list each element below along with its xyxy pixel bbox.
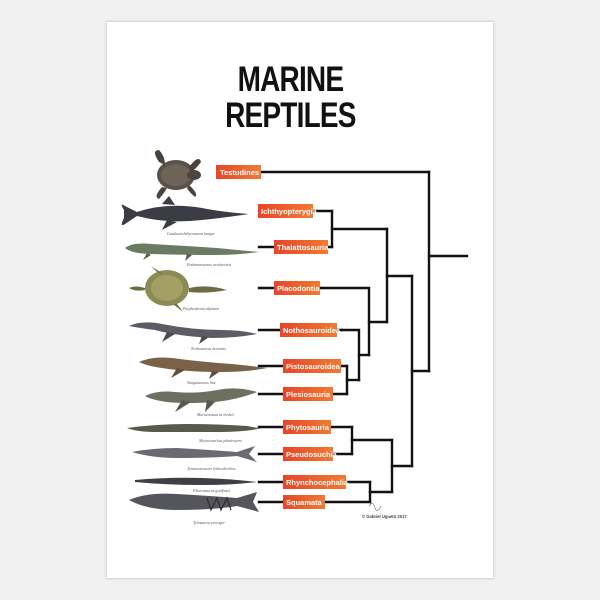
phytosaur-illustration: Mystriosuchus planirostris xyxy=(127,424,262,443)
species-label-placodont: Psephoderma alpinum xyxy=(182,306,219,311)
thalattosaur-illustration: Endennasaurus acutirostris xyxy=(125,243,259,267)
taxon-label-phytosauria: Phytosauria xyxy=(286,423,330,432)
plesiosaur-illustration: Muraenosaurus leedsii xyxy=(145,388,257,417)
taxon-label-rhynchocephalia: Rhynchocephalia xyxy=(286,478,349,487)
taxon-placodontia: Placodontia xyxy=(274,281,320,295)
species-label-plesiosaur: Muraenosaurus leedsii xyxy=(196,412,234,417)
node-sauropterygia xyxy=(320,286,371,357)
title-line-1: MARINE xyxy=(237,60,344,99)
artist-signature xyxy=(368,503,382,511)
mosasaur-illustration: Tylosaurus proriger xyxy=(129,492,259,525)
taxon-labels: Testudines Ichthyopterygia Thalattosauri… xyxy=(216,165,349,509)
taxon-label-thalattosauria: Thalattosauria xyxy=(277,243,329,252)
taxon-label-pistosauroidea: Pistosauroidea xyxy=(286,362,341,371)
species-label-thalattosaur: Endennasaurus acutirostris xyxy=(186,262,232,267)
taxon-nothosauroidea: Nothosauroidea xyxy=(280,323,341,337)
animal-illustrations: Archelon ischyros Guizhouichthyosaurus t… xyxy=(121,150,267,525)
title-line-2: REPTILES xyxy=(225,96,356,135)
taxon-pistosauroidea: Pistosauroidea xyxy=(283,359,341,373)
metriorhynchid-illustration: Tyrannoneustes lythrodectikos xyxy=(132,446,257,471)
taxon-squamata: Squamata xyxy=(283,495,325,509)
nothosaur-illustration: Nothosaurus boreasis xyxy=(129,322,257,351)
taxon-label-ichthyopterygia: Ichthyopterygia xyxy=(261,207,318,216)
ichthyosaur-illustration: Guizhouichthyosaurus tangae xyxy=(121,196,249,236)
taxon-testudines: Testudines xyxy=(216,165,261,179)
credit-text: © Gabriel Ugueto 2017 xyxy=(362,514,407,519)
species-label-pistosaur: Yunguisaurus liae xyxy=(187,380,216,385)
taxon-pseudosuchia: Pseudosuchia xyxy=(283,447,338,461)
species-label-nothosaur: Nothosaurus boreasis xyxy=(190,346,226,351)
taxon-label-pseudosuchia: Pseudosuchia xyxy=(286,450,338,459)
taxon-rhynchocephalia: Rhynchocephalia xyxy=(283,475,349,489)
taxon-plesiosauria: Plesiosauria xyxy=(283,387,333,401)
taxon-label-plesiosauria: Plesiosauria xyxy=(286,390,331,399)
node-eosauropterygia xyxy=(340,328,361,382)
poster-title: MARINE REPTILES xyxy=(136,62,445,134)
taxon-thalattosauria: Thalattosauria xyxy=(274,240,329,254)
species-label-metriorhynchid: Tyrannoneustes lythrodectikos xyxy=(187,466,236,471)
archelon-illustration: Archelon ischyros xyxy=(155,150,201,213)
pleurosaur-illustration: Pleurosaurus goldfussi xyxy=(135,477,257,493)
species-label-pleurosaur: Pleurosaurus goldfussi xyxy=(192,488,230,493)
phylogenetic-tree: Testudines Ichthyopterygia Thalattosauri… xyxy=(121,150,469,525)
taxon-label-testudines: Testudines xyxy=(220,168,259,177)
pistosaur-illustration: Yunguisaurus liae xyxy=(139,357,267,385)
taxon-ichthyopterygia: Ichthyopterygia xyxy=(258,204,318,218)
species-label-mosasaur: Tylosaurus proriger xyxy=(193,520,225,525)
taxon-label-nothosauroidea: Nothosauroidea xyxy=(283,326,341,335)
taxon-phytosauria: Phytosauria xyxy=(283,420,331,434)
species-label-ichthyosaur: Guizhouichthyosaurus tangae xyxy=(167,231,215,236)
placodont-illustration: Psephoderma alpinum xyxy=(129,266,227,312)
species-label-phytosaur: Mystriosuchus planirostris xyxy=(198,438,242,443)
taxon-label-squamata: Squamata xyxy=(286,498,323,507)
taxon-label-placodontia: Placodontia xyxy=(277,284,320,293)
poster: MARINE REPTILES xyxy=(107,22,493,578)
